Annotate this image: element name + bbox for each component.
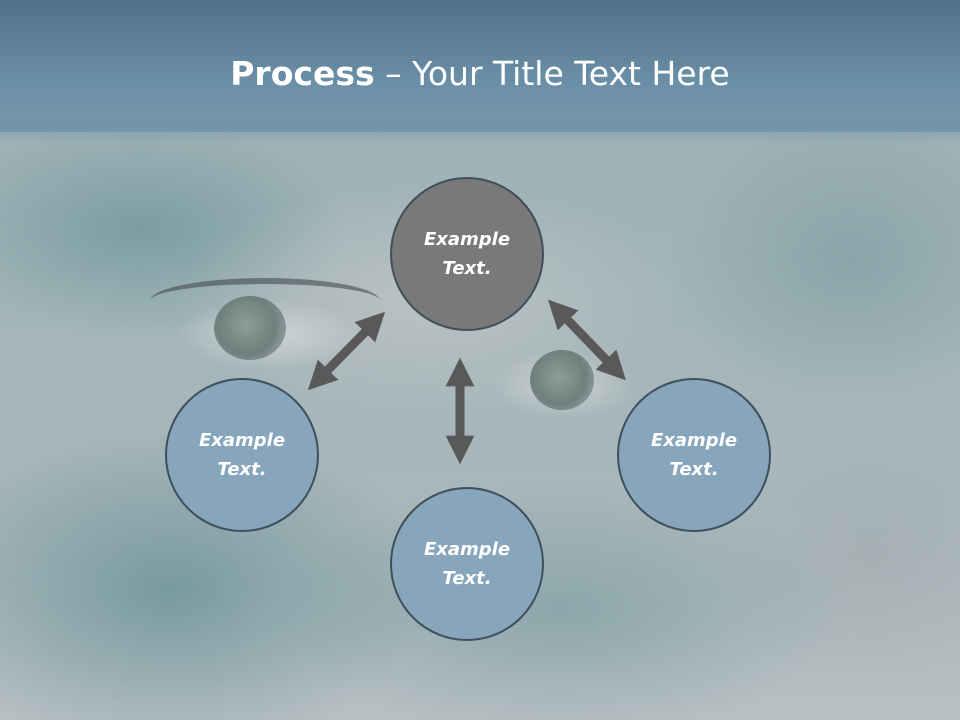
background-lash-left <box>150 278 380 324</box>
process-node-right: Example Text. <box>617 378 771 532</box>
title-bold: Process <box>230 54 375 93</box>
slide-title: Process – Your Title Text Here <box>0 52 960 96</box>
process-node-center: Example Text. <box>390 177 544 331</box>
node-label: Example Text. <box>423 539 511 589</box>
process-node-bottom: Example Text. <box>390 487 544 641</box>
arrow-left-diagonal <box>307 311 386 391</box>
process-node-left: Example Text. <box>165 378 319 532</box>
node-label: Example Text. <box>198 430 286 480</box>
title-bar-fade <box>0 122 960 144</box>
node-label: Example Text. <box>423 229 511 279</box>
title-rest: – Your Title Text Here <box>374 54 730 93</box>
node-label: Example Text. <box>650 430 738 480</box>
arrow-right-diagonal <box>547 299 627 381</box>
title-bar <box>0 0 960 132</box>
